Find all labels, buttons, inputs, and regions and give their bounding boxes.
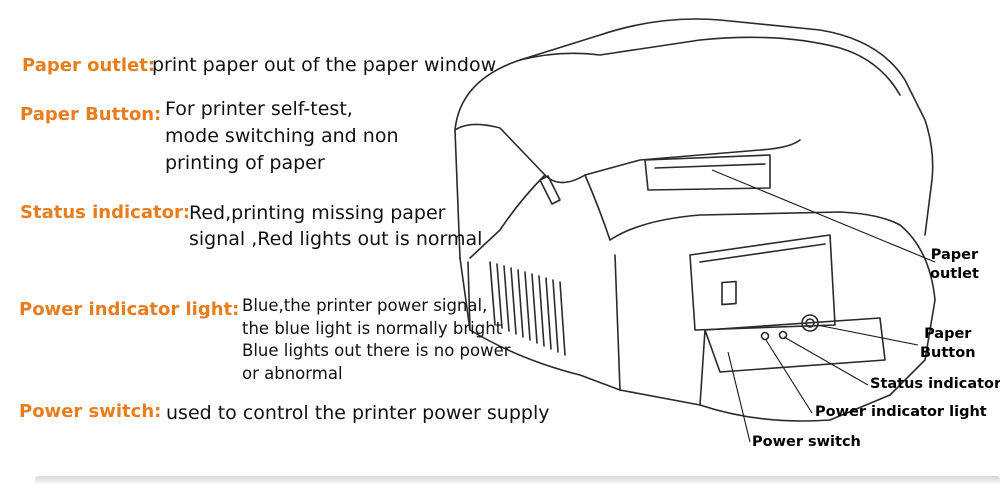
desc-line: the blue light is normally bright bbox=[242, 318, 503, 338]
power-switch-graphic bbox=[721, 280, 737, 306]
bottom-shadow-bar bbox=[35, 476, 1000, 483]
callout-paper-outlet: Paper outlet bbox=[930, 246, 979, 284]
desc-line: Red,printing missing paper bbox=[189, 202, 446, 224]
power-indicator-graphic bbox=[760, 331, 770, 341]
desc-paper-button: For printer self-test, mode switching an… bbox=[165, 96, 399, 177]
vent-slots bbox=[489, 261, 566, 356]
callout-line: outlet bbox=[930, 266, 979, 282]
term-power-indicator-light: Power indicator light: bbox=[19, 299, 240, 320]
callout-line: Power switch bbox=[752, 434, 861, 450]
desc-line: mode switching and non bbox=[165, 125, 399, 147]
desc-line: print paper out of the paper window bbox=[152, 54, 497, 76]
paper-slot bbox=[644, 154, 771, 191]
callout-line: Paper bbox=[924, 326, 972, 342]
callout-power-switch: Power switch bbox=[752, 433, 861, 452]
paper-button-graphic bbox=[801, 314, 819, 332]
paper-window bbox=[689, 234, 836, 331]
callout-line: Power indicator light bbox=[815, 404, 987, 420]
desc-line: Blue,the printer power signal, bbox=[242, 296, 488, 315]
front-panel bbox=[609, 211, 936, 396]
desc-line: or abnormal bbox=[242, 363, 343, 383]
term-power-switch: Power switch: bbox=[19, 401, 162, 422]
callout-line: Button bbox=[920, 345, 976, 361]
callout-paper-button: Paper Button bbox=[920, 325, 976, 363]
desc-power-indicator-light: Blue,the printer power signal, the blue … bbox=[242, 295, 511, 385]
desc-line: Blue lights out there is no power bbox=[242, 341, 511, 360]
desc-line: used to control the printer power supply bbox=[166, 402, 550, 424]
printer-base bbox=[459, 257, 891, 422]
desc-line: signal ,Red lights out is normal bbox=[189, 228, 483, 250]
desc-line: For printer self-test, bbox=[165, 98, 353, 120]
callout-status-indicator: Status indicator bbox=[870, 375, 1000, 394]
term-paper-outlet: Paper outlet: bbox=[22, 55, 156, 76]
printer-cover-outline bbox=[454, 18, 934, 259]
term-paper-button: Paper Button: bbox=[20, 104, 162, 125]
desc-paper-outlet: print paper out of the paper window bbox=[152, 53, 496, 77]
callout-power-indicator-light: Power indicator light bbox=[815, 403, 987, 422]
status-indicator-graphic bbox=[778, 330, 788, 340]
desc-power-switch: used to control the printer power supply bbox=[166, 401, 550, 425]
callout-line: Status indicator bbox=[870, 376, 1000, 392]
desc-status-indicator: Red,printing missing paper signal ,Red l… bbox=[189, 200, 482, 252]
desc-line: printing of paper bbox=[165, 152, 325, 174]
term-status-indicator: Status indicator: bbox=[20, 202, 191, 223]
callout-line: Paper bbox=[930, 247, 979, 263]
